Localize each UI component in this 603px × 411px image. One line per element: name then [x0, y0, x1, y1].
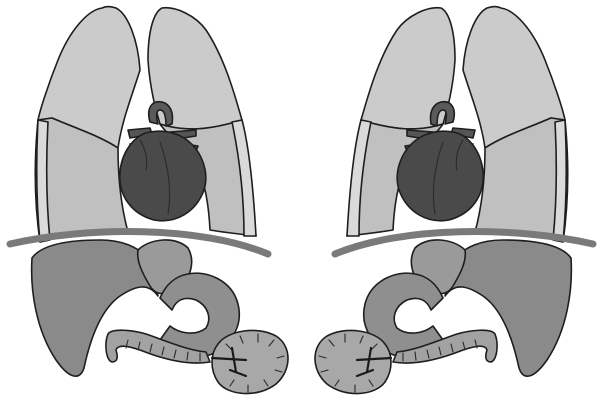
figure-left — [10, 7, 288, 394]
figure-right — [315, 7, 593, 394]
